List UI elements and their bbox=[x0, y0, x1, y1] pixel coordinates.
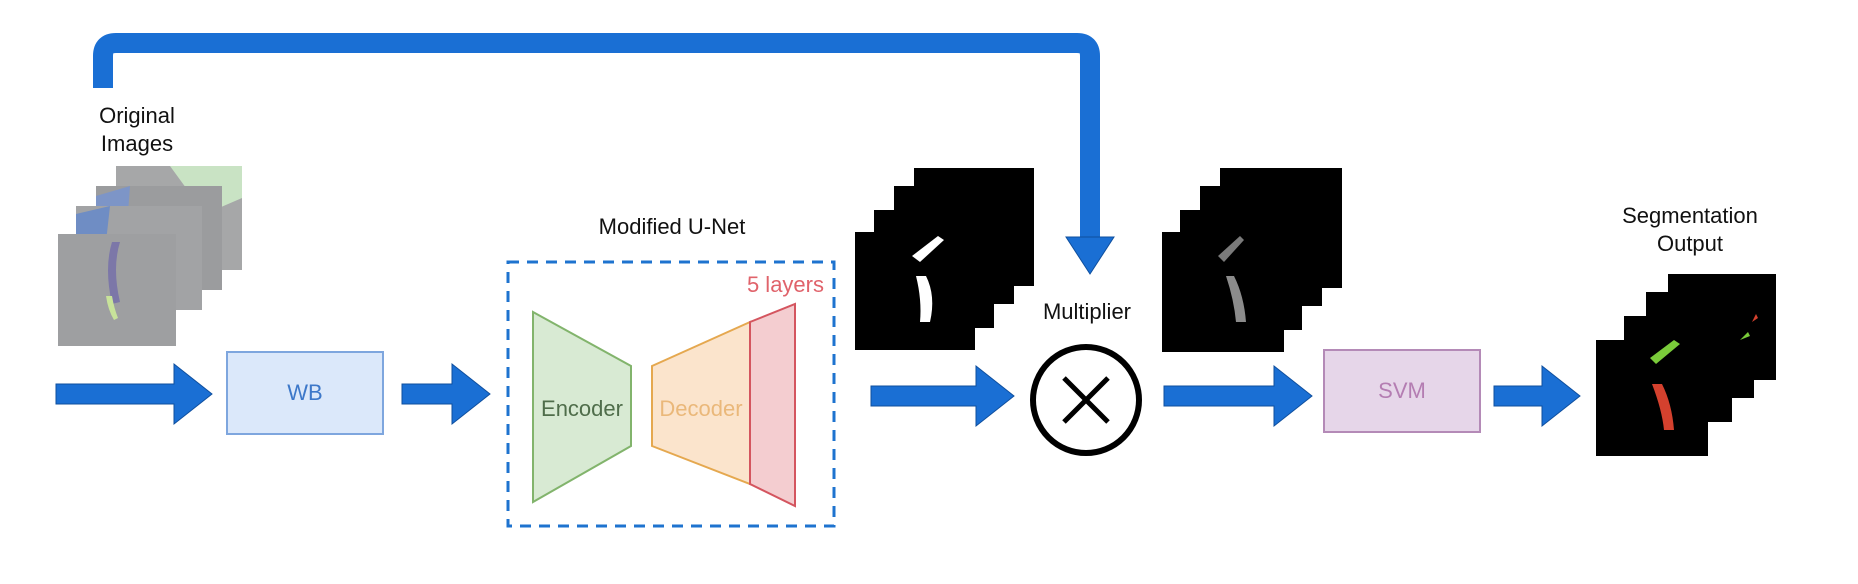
svm-box bbox=[1323, 349, 1481, 433]
skip-connection-arrowhead bbox=[1065, 236, 1115, 275]
multiplier-cross-icon bbox=[1062, 376, 1110, 424]
arrow-to-output bbox=[1493, 364, 1581, 428]
arrow-to-multiplier bbox=[870, 364, 1015, 428]
output-layer-block bbox=[749, 302, 796, 508]
wb-box bbox=[226, 351, 384, 435]
encoder-block bbox=[532, 310, 632, 504]
svm-label: SVM bbox=[1378, 378, 1426, 403]
masked-image bbox=[1162, 232, 1284, 352]
segmentation-label-line1: Segmentation bbox=[1622, 203, 1758, 228]
mask-stack bbox=[855, 168, 1034, 350]
original-images-stack bbox=[58, 166, 242, 346]
segmentation-label-line2: Output bbox=[1657, 231, 1723, 256]
original-images-label-line2: Images bbox=[101, 131, 173, 156]
unet-boundary bbox=[506, 260, 836, 528]
encoder-label: Encoder bbox=[541, 396, 623, 421]
decoder-label: Decoder bbox=[659, 396, 742, 421]
arrow-to-wb bbox=[55, 362, 213, 426]
masked-images-stack bbox=[1162, 168, 1342, 352]
mask-image bbox=[855, 232, 975, 350]
layers-label: 5 layers bbox=[747, 272, 824, 297]
arrow-to-svm bbox=[1163, 364, 1313, 428]
wb-label: WB bbox=[287, 380, 322, 405]
multiplier-label: Multiplier bbox=[1043, 299, 1131, 324]
segmentation-output-stack bbox=[1596, 274, 1776, 456]
unet-title: Modified U-Net bbox=[599, 214, 746, 239]
original-images-label-line1: Original bbox=[99, 103, 175, 128]
arrow-to-unet bbox=[401, 362, 491, 426]
skip-connection-arrow bbox=[93, 33, 1100, 242]
